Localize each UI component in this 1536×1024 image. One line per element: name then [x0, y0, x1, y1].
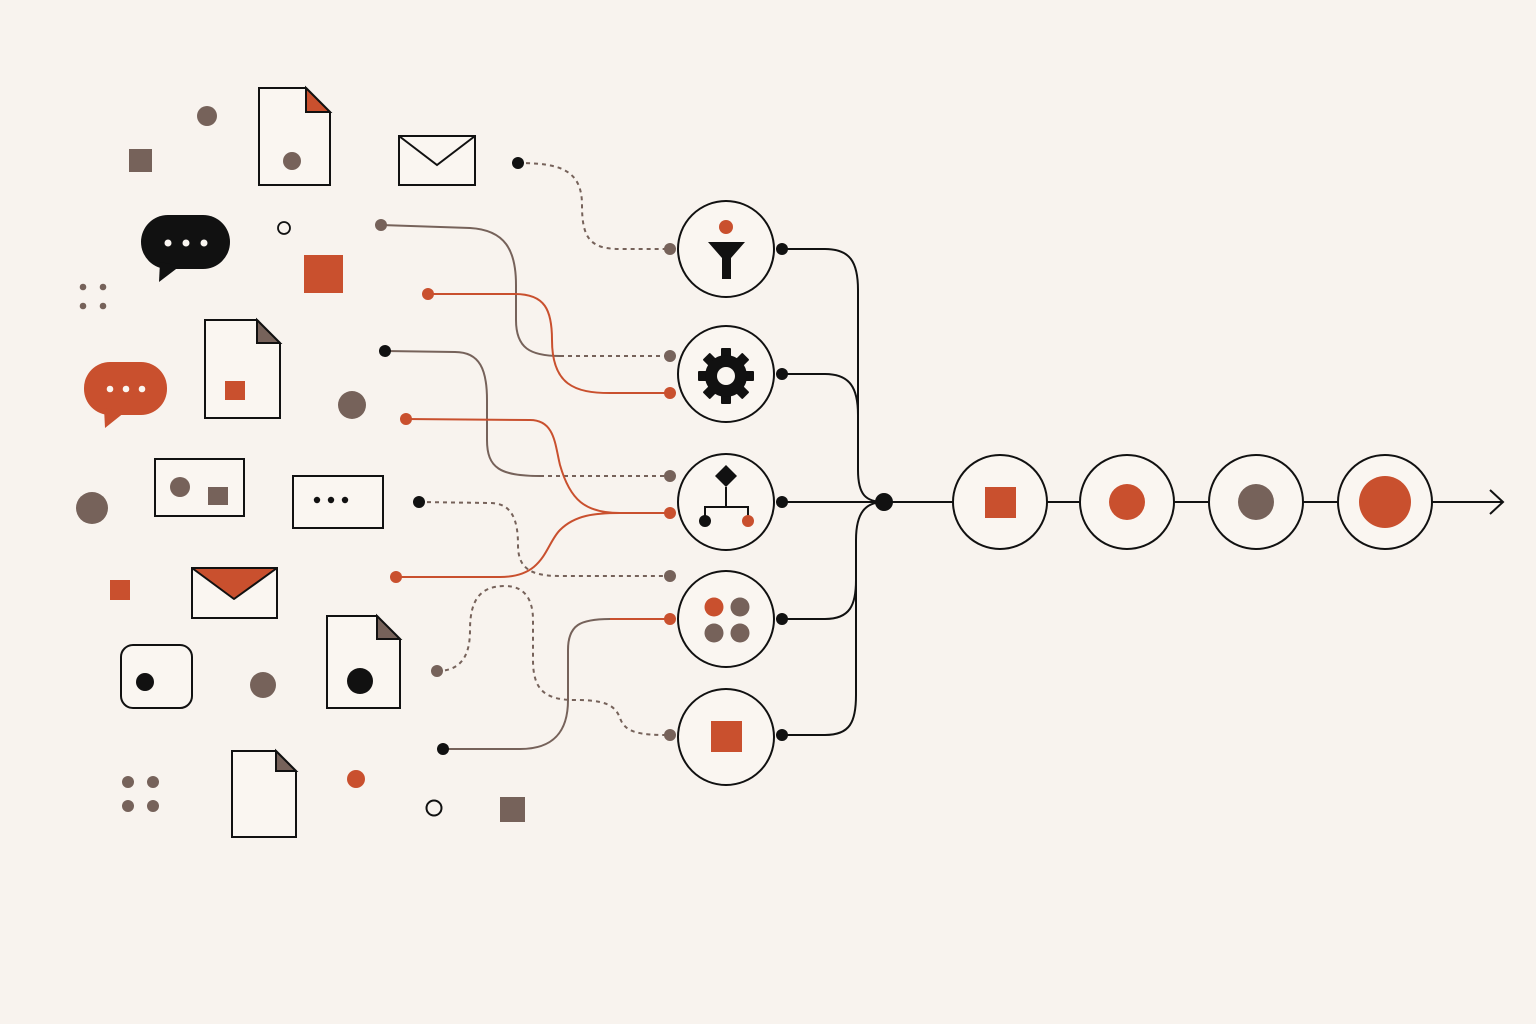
connector-line [396, 512, 621, 578]
dot-icon [338, 391, 366, 419]
filter-icon [708, 242, 745, 279]
square-icon [711, 721, 742, 752]
document-icon [204, 317, 283, 419]
chat-bubble-icon [84, 362, 167, 428]
dot-icon [197, 106, 217, 126]
decision-tree-icon [699, 465, 754, 527]
connector-line [436, 584, 671, 736]
input-connectors [380, 162, 671, 750]
dot-grid-icon [122, 776, 159, 812]
ring-icon [425, 799, 443, 817]
square-icon [304, 255, 343, 293]
document-icon [231, 748, 299, 838]
dot-icon [347, 770, 365, 788]
processor-square [677, 688, 775, 786]
pipeline-stage-1 [952, 454, 1048, 550]
square-icon [129, 149, 152, 172]
record-button-icon [120, 644, 193, 709]
processor-cluster [677, 570, 775, 668]
output-pipeline [884, 454, 1505, 550]
processor-output-dots [776, 243, 788, 741]
source-items [76, 85, 525, 838]
ellipsis-card-icon [292, 475, 384, 529]
processor-gear [677, 325, 775, 423]
processor-filter [677, 200, 775, 298]
source-endpoints [375, 157, 524, 755]
card-icon [154, 458, 245, 517]
arrow-icon [1489, 489, 1505, 515]
processors [677, 200, 775, 786]
connector-line [517, 162, 670, 250]
connector-line [418, 501, 670, 577]
square-icon [110, 580, 130, 600]
pipeline-stage-3 [1208, 454, 1304, 550]
mail-icon [191, 567, 278, 619]
mail-icon [398, 135, 476, 186]
chat-bubble-icon [141, 215, 230, 282]
processor-input-dots [664, 243, 676, 741]
document-icon [326, 613, 403, 709]
merge-connectors [782, 248, 885, 736]
ring-icon [277, 221, 291, 235]
square-icon [500, 797, 525, 822]
connector-line [380, 224, 561, 357]
dots-grid-icon [704, 597, 750, 643]
dot-icon [250, 672, 276, 698]
dot-icon [76, 492, 108, 524]
pipeline-stage-4 [1337, 454, 1433, 550]
pipeline-stage-2 [1079, 454, 1175, 550]
connector-line [443, 618, 670, 750]
dot-grid-icon [79, 283, 107, 310]
connector-line [404, 418, 670, 514]
processor-decision [677, 453, 775, 551]
gear-icon [698, 348, 754, 404]
connector-line [428, 293, 670, 394]
document-icon [258, 85, 333, 186]
